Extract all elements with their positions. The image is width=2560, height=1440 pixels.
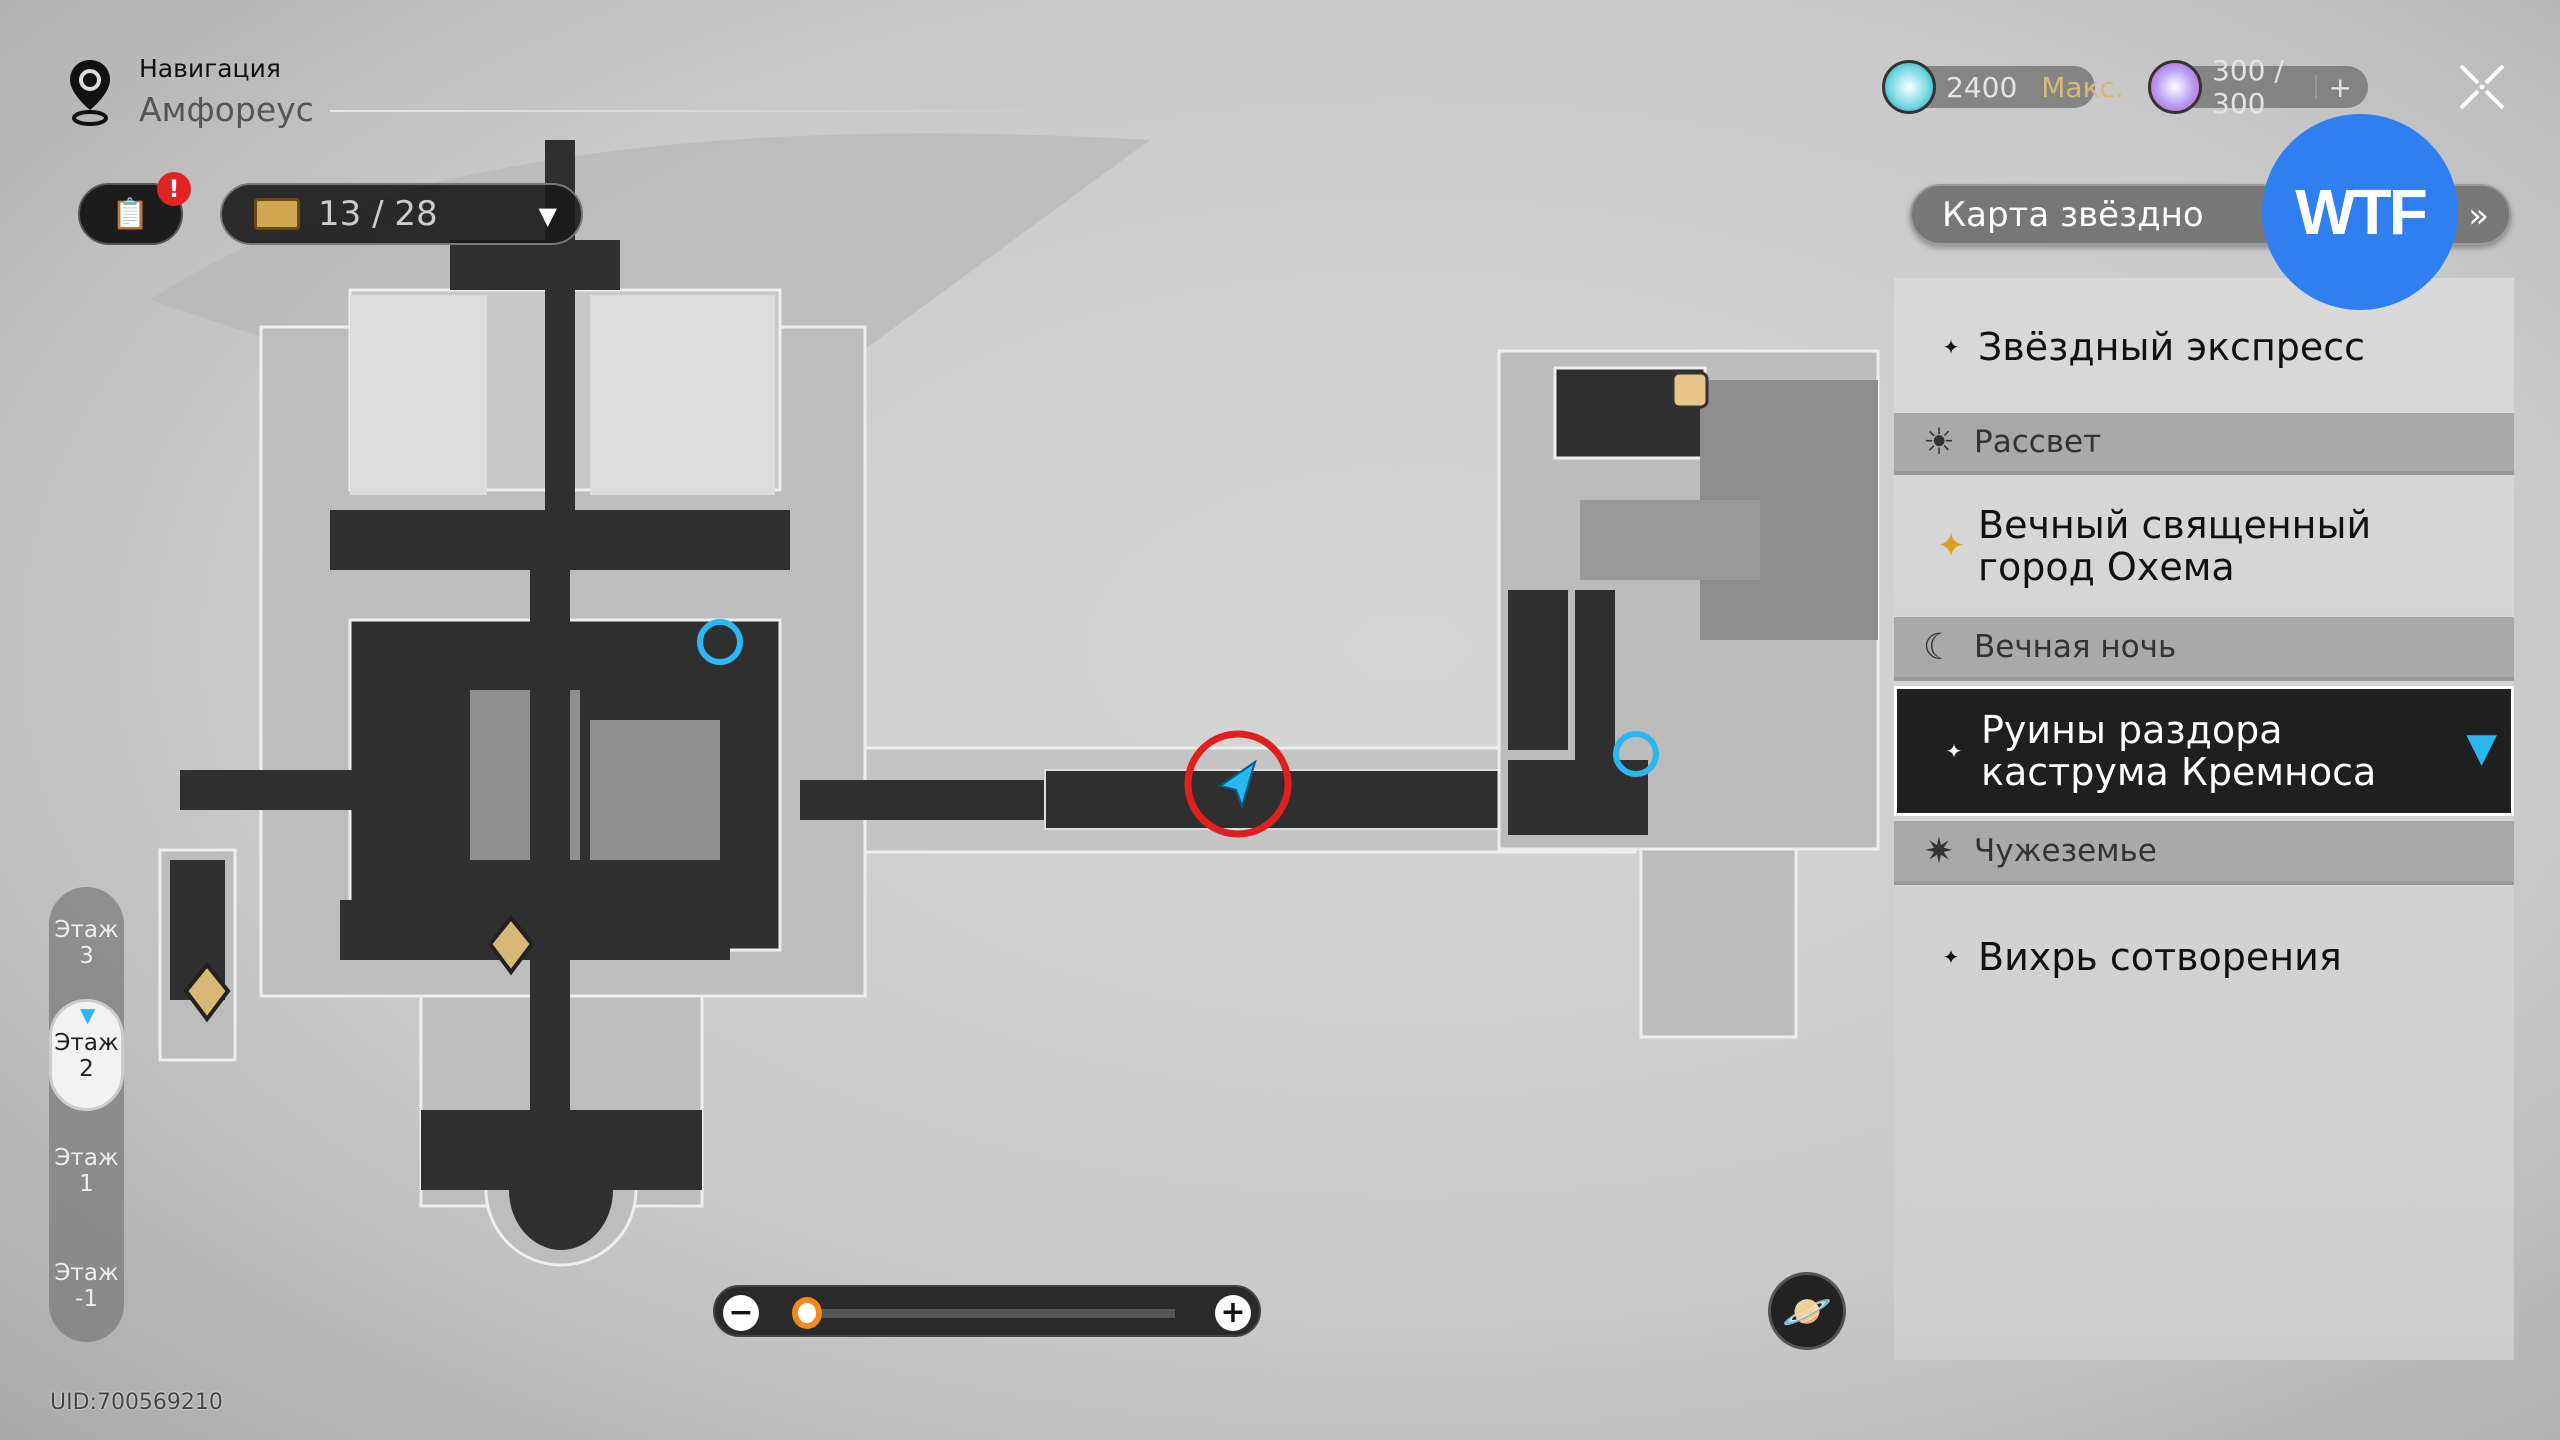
floor-word: Этаж — [54, 917, 119, 943]
floor-number: 1 — [79, 1171, 94, 1197]
world-item-vortex[interactable]: ✦ Вихрь сотворения — [1894, 885, 2514, 1029]
trailblaze-power-counter[interactable]: 2400 Макс. — [1882, 60, 2124, 114]
world-item-astral-express[interactable]: ✦ Звёздный экспресс — [1894, 286, 2514, 408]
header-divider — [330, 110, 1070, 112]
world-item-label: Звёздный экспресс — [1978, 325, 2366, 369]
gold-marker-icon[interactable] — [487, 914, 535, 976]
location-pin-icon — [70, 60, 110, 126]
reserved-power-icon — [2148, 60, 2202, 114]
sparkle-icon: ✦ — [1942, 335, 1960, 359]
player-location-ring — [1184, 730, 1292, 838]
separator — [2315, 75, 2317, 99]
treasure-chest-icon — [254, 198, 300, 230]
floor-number: 2 — [79, 1056, 94, 1082]
world-item-label-line1: Руины раздора — [1981, 708, 2283, 752]
close-icon[interactable] — [2457, 62, 2507, 112]
left-building — [158, 140, 867, 1267]
floor-minus1-button[interactable]: Этаж-1 — [49, 1260, 124, 1312]
trailblaze-power-icon — [1882, 60, 1936, 114]
add-power-button[interactable]: + — [2328, 70, 2352, 104]
alert-badge: ! — [157, 172, 191, 206]
wtf-logo-watermark: WTF — [2262, 114, 2458, 310]
chevron-right-icon: » — [2468, 196, 2489, 236]
zoom-slider[interactable]: − + — [713, 1285, 1261, 1337]
current-floor-arrow-icon: ▼ — [80, 1003, 96, 1027]
zoom-out-button[interactable]: − — [723, 1295, 759, 1331]
location-name: Амфореус — [139, 90, 314, 129]
star-map-label: Карта звёздно — [1942, 194, 2204, 235]
sparkle-icon: ✦ — [1942, 945, 1960, 969]
current-location-arrow-icon: ▼ — [2466, 725, 2497, 771]
floor-number: -1 — [75, 1286, 98, 1312]
navigation-label: Навигация — [139, 54, 281, 83]
puzzle-icon[interactable] — [1671, 371, 1709, 409]
world-list-panel: ✦ Звёздный экспресс ☀ Рассвет ✦ Вечный с… — [1894, 278, 2514, 1360]
group-header-label: Рассвет — [1974, 424, 2102, 460]
gold-marker-icon[interactable] — [183, 961, 231, 1023]
reserved-power-counter[interactable]: 300 / 300 + — [2148, 54, 2368, 120]
dropdown-caret-icon: ▼ — [538, 202, 557, 230]
group-header-label: Чужеземье — [1974, 833, 2157, 869]
gold-star-icon: ✦ — [1936, 526, 1966, 566]
right-building — [1497, 349, 1880, 1039]
group-header-eternal-night[interactable]: ☾ Вечная ночь — [1894, 617, 2514, 681]
moon-icon: ☾ — [1922, 626, 1956, 668]
zoom-track[interactable] — [805, 1309, 1175, 1318]
floor-word: Этаж — [54, 1145, 119, 1171]
reserved-power-value: 300 / 300 — [2212, 54, 2284, 120]
map-markers[interactable] — [183, 371, 1709, 1023]
zoom-in-button[interactable]: + — [1215, 1295, 1251, 1331]
floor-word: Этаж — [54, 1030, 119, 1056]
world-item-label-line2: город Охема — [1978, 545, 2235, 589]
player-arrow-icon — [1217, 759, 1257, 810]
max-label: Макс. — [2041, 70, 2124, 104]
chest-counter-dropdown[interactable]: 13 / 28 ▼ — [220, 183, 583, 245]
floor-word: Этаж — [54, 1260, 119, 1286]
star-burst-icon: ✷ — [1923, 830, 1955, 872]
uid-label: UID:700569210 — [50, 1390, 223, 1415]
world-item-label: Вихрь сотворения — [1978, 935, 2342, 979]
teleport-anchor-icon[interactable] — [1613, 731, 1659, 777]
planet-view-button[interactable]: 🪐 — [1768, 1272, 1846, 1350]
zoom-handle[interactable] — [791, 1297, 822, 1329]
group-header-dawn[interactable]: ☀ Рассвет — [1894, 413, 2514, 475]
group-header-label: Вечная ночь — [1974, 629, 2177, 665]
sparkle-icon: ✦ — [1945, 739, 1963, 763]
teleport-anchor-icon[interactable] — [697, 619, 743, 665]
planet-icon: 🪐 — [1782, 1288, 1832, 1335]
group-header-foreign-land[interactable]: ✷ Чужеземье — [1894, 821, 2514, 885]
floor-number: 3 — [79, 943, 94, 969]
chest-count: 13 / 28 — [318, 194, 438, 234]
clipboard-icon: 📋 — [111, 196, 150, 232]
world-item-label-line2: каструма Кремноса — [1981, 750, 2377, 794]
trailblaze-power-value: 2400 — [1946, 70, 2018, 104]
sun-icon: ☀ — [1922, 421, 1956, 463]
world-item-label-line1: Вечный священный — [1978, 503, 2372, 547]
